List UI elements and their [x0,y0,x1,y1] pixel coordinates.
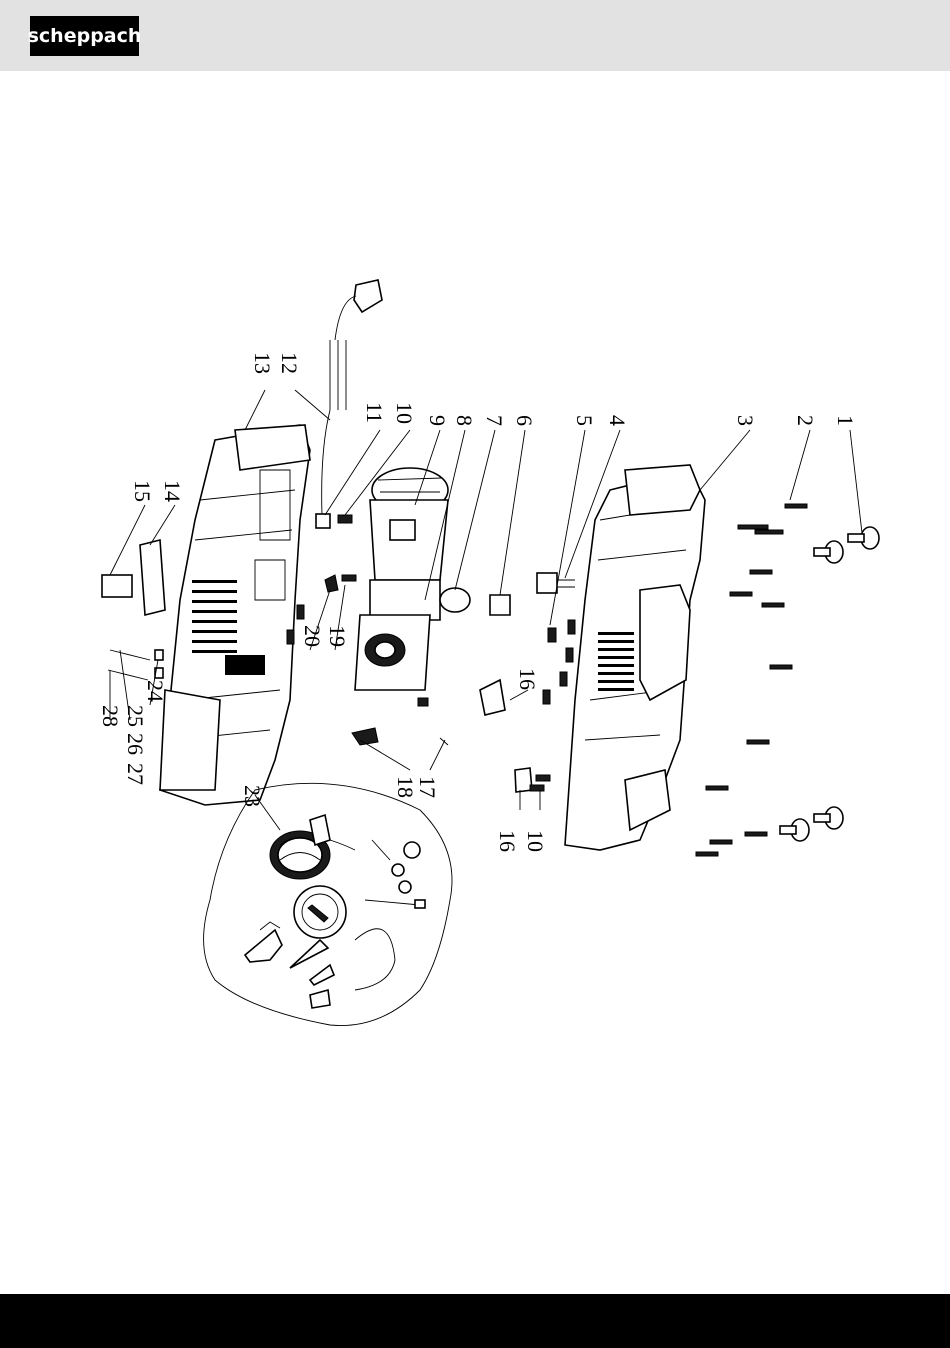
label-20: 20 [300,625,325,647]
label-12: 12 [277,352,302,374]
page-footer [0,1294,950,1348]
label-1: 1 [833,415,858,426]
label-13: 13 [250,352,275,374]
label-25: 25 [123,705,148,727]
label-10b: 10 [523,830,548,852]
label-19: 19 [325,625,350,647]
label-4: 4 [605,415,630,426]
label-23: 23 [240,785,265,807]
label-3: 3 [733,415,758,426]
label-16a: 16 [515,668,540,690]
label-10: 10 [392,402,417,424]
label-24: 24 [143,680,168,702]
label-8: 8 [452,415,477,426]
label-26: 26 [123,733,148,755]
label-2: 2 [793,415,818,426]
label-7: 7 [482,415,507,426]
label-11: 11 [362,402,387,423]
label-6: 6 [512,415,537,426]
power-cord [322,280,382,515]
label-5: 5 [572,415,597,426]
label-9: 9 [425,415,450,426]
accessory-kit [204,783,452,1025]
label-16b: 16 [495,830,520,852]
label-14: 14 [160,480,185,502]
label-27: 27 [123,763,148,785]
label-15: 15 [130,480,155,502]
label-28: 28 [98,705,123,727]
motor-assembly [355,468,470,690]
label-18: 18 [393,776,418,798]
